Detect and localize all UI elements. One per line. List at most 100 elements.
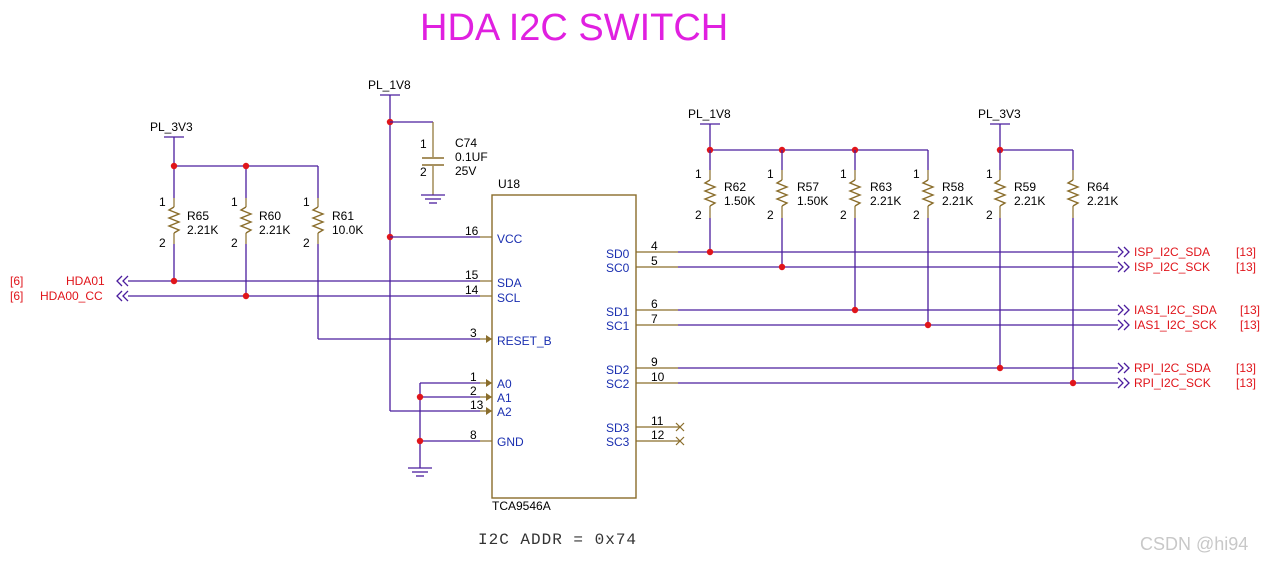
r58-pin2: 2 — [913, 208, 920, 222]
pin-num-scl: 14 — [465, 283, 479, 297]
r58-value: 2.21K — [942, 194, 973, 208]
c74-pin2: 2 — [420, 165, 427, 179]
input-net-hda00-cc: [6] HDA00_CC — [10, 289, 480, 303]
pin-num-sc1: 7 — [651, 312, 658, 326]
pin-name-vcc: VCC — [497, 232, 523, 246]
pin-name-sd3: SD3 — [606, 421, 630, 435]
pin-name-sd1: SD1 — [606, 305, 630, 319]
r61-pin1: 1 — [303, 195, 310, 209]
ground-icon — [408, 467, 432, 477]
r60-pin1: 1 — [231, 195, 238, 209]
r61-ref: R61 — [332, 209, 354, 223]
pin-num-gnd: 8 — [470, 428, 477, 442]
pin-num-a2: 13 — [470, 398, 484, 412]
r62-pin1: 1 — [695, 167, 702, 181]
pin-num-vcc: 16 — [465, 224, 479, 238]
rpi-sck-sheet: [13] — [1236, 376, 1256, 390]
pin-num-sc2: 10 — [651, 370, 665, 384]
r65-pin2: 2 — [159, 236, 166, 250]
r61-value: 10.0K — [332, 223, 363, 237]
hda00-cc-sheet-ref: [6] — [10, 289, 23, 303]
isp-sda-label: ISP_I2C_SDA — [1134, 245, 1210, 259]
r62-pin2: 2 — [695, 208, 702, 222]
resistor-r58: 1 2 R58 2.21K — [913, 167, 973, 222]
pin-num-sd2: 9 — [651, 355, 658, 369]
pin-name-sd2: SD2 — [606, 363, 630, 377]
ias1-sda-sheet: [13] — [1240, 303, 1260, 317]
c74-pin1: 1 — [420, 137, 427, 151]
pin-name-sc3: SC3 — [606, 435, 630, 449]
c74-ref: C74 — [455, 136, 477, 150]
output-net-ias1-sda: IAS1_I2C_SDA [13] — [678, 303, 1260, 317]
pin-name-a0: A0 — [497, 377, 512, 391]
resistor-r61: 1 2 R61 10.0K — [303, 195, 363, 250]
pin-num-sd3: 11 — [651, 414, 664, 428]
r63-pin2: 2 — [840, 208, 847, 222]
r64-value: 2.21K — [1087, 194, 1118, 208]
c74-voltage: 25V — [455, 164, 476, 178]
ground-icon — [421, 194, 445, 204]
r62-ref: R62 — [724, 180, 746, 194]
resistor-r59: 1 2 R59 2.21K — [986, 167, 1045, 222]
r58-pin1: 1 — [913, 167, 920, 181]
r65-pin1: 1 — [159, 195, 166, 209]
pin-name-a2: A2 — [497, 405, 512, 419]
pin-name-sda: SDA — [497, 276, 522, 290]
r64-ref: R64 — [1087, 180, 1109, 194]
r63-pin1: 1 — [840, 167, 847, 181]
pin-num-sc3: 12 — [651, 428, 665, 442]
pin-num-a1: 2 — [470, 384, 477, 398]
hda01-sheet-ref: [6] — [10, 274, 23, 288]
no-connect-icon — [675, 436, 685, 446]
r60-ref: R60 — [259, 209, 281, 223]
input-net-hda01: [6] HDA01 — [10, 274, 480, 288]
pin-name-scl: SCL — [497, 291, 521, 305]
r61-pin2: 2 — [303, 236, 310, 250]
c74-value: 0.1UF — [455, 150, 488, 164]
rpi-sda-label: RPI_I2C_SDA — [1134, 361, 1211, 375]
rpi-sck-label: RPI_I2C_SCK — [1134, 376, 1211, 390]
r65-value: 2.21K — [187, 223, 218, 237]
pin-name-sd0: SD0 — [606, 247, 630, 261]
resistor-r62: 1 2 R62 1.50K — [695, 167, 755, 222]
u18-part: TCA9546A — [492, 499, 551, 513]
r57-value: 1.50K — [797, 194, 828, 208]
ic-u18: U18 TCA9546A 16 15 14 3 1 2 13 8 VCC SDA… — [465, 177, 685, 513]
pin-num-sda: 15 — [465, 268, 479, 282]
r65-ref: R65 — [187, 209, 209, 223]
r57-ref: R57 — [797, 180, 819, 194]
output-net-rpi-sck: RPI_I2C_SCK [13] — [678, 376, 1256, 390]
u18-ref: U18 — [498, 177, 520, 191]
watermark: CSDN @hi94 — [1140, 534, 1248, 554]
pl-3v3-left-rail: PL_3V3 — [150, 120, 319, 198]
pin-num-reset: 3 — [470, 326, 477, 340]
output-net-rpi-sda: RPI_I2C_SDA [13] — [678, 361, 1256, 375]
r57-pin1: 1 — [767, 167, 774, 181]
r59-pin1: 1 — [986, 167, 993, 181]
power-label-pl-3v3-left: PL_3V3 — [150, 120, 193, 134]
r63-ref: R63 — [870, 180, 892, 194]
resistor-r64: R64 2.21K — [1066, 170, 1118, 218]
power-label-pl-1v8-top: PL_1V8 — [368, 78, 411, 92]
resistor-r57: 1 2 R57 1.50K — [767, 167, 828, 222]
r62-value: 1.50K — [724, 194, 755, 208]
output-net-isp-sck: ISP_I2C_SCK [13] — [678, 260, 1256, 274]
output-net-ias1-sck: IAS1_I2C_SCK [13] — [678, 318, 1260, 332]
isp-sck-label: ISP_I2C_SCK — [1134, 260, 1210, 274]
isp-sck-sheet: [13] — [1236, 260, 1256, 274]
r59-ref: R59 — [1014, 180, 1036, 194]
output-net-isp-sda: ISP_I2C_SDA [13] — [678, 245, 1256, 259]
resistor-r60: 1 2 R60 2.21K — [231, 195, 290, 250]
pin-name-sc1: SC1 — [606, 319, 630, 333]
r63-value: 2.21K — [870, 194, 901, 208]
power-label-pl-3v3-right: PL_3V3 — [978, 107, 1021, 121]
resistor-r65: 1 2 R65 2.21K — [159, 195, 218, 250]
r58-ref: R58 — [942, 180, 964, 194]
pl-1v8-right-rail: PL_1V8 — [688, 107, 929, 170]
ias1-sck-sheet: [13] — [1240, 318, 1260, 332]
pin-num-sd0: 4 — [651, 239, 658, 253]
diagram-title: HDA I2C SWITCH — [420, 7, 728, 49]
pin-name-sc2: SC2 — [606, 377, 630, 391]
pin-num-sc0: 5 — [651, 254, 658, 268]
